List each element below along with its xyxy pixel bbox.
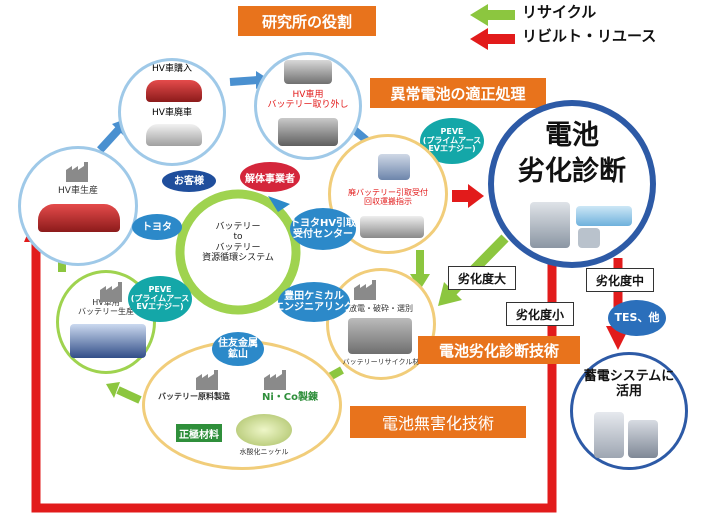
factory-icon	[66, 162, 88, 182]
peve-diagnosis-label: PEVE (プライムアース EVエナジー)	[422, 126, 482, 154]
red-car-image	[146, 80, 202, 102]
white-car-image	[146, 124, 202, 146]
cycle-arrow-3	[410, 274, 430, 290]
removal-label: HV車用 バッテリー取り外し	[267, 90, 349, 111]
green-large-arrowhead	[438, 282, 462, 306]
crushed-material-image	[348, 318, 412, 354]
hv-battery-image	[70, 324, 146, 358]
tes-oval: TES、他	[608, 300, 666, 336]
factory-icon	[354, 280, 376, 300]
harmless-tech-box: 電池無害化技術	[350, 406, 526, 438]
degradation-small-label: 劣化度小	[506, 302, 574, 326]
new-car-image	[38, 204, 120, 232]
receiving-label: 廃バッテリー引取受付 回収運搬指示	[348, 188, 428, 207]
purchase-label: HV車購入	[152, 64, 192, 74]
degradation-large-label: 劣化度大	[448, 266, 516, 290]
crushing-label: 放電・破砕・選別	[349, 304, 413, 313]
nickel-hydroxide-label: 水酸化ニッケル	[239, 448, 289, 456]
recycle-material-label: バッテリーリサイクル材	[342, 358, 420, 366]
diagnosis-title-1: 電池	[545, 120, 599, 151]
truck-image	[360, 216, 424, 238]
legend-green-arrow	[470, 4, 515, 26]
factory-icon	[264, 370, 286, 390]
legend-red-arrow	[470, 28, 515, 50]
raw-material-label: バッテリー原料製造	[158, 392, 230, 401]
tester-image	[578, 228, 600, 248]
red-to-diagnosis-shaft	[452, 190, 470, 202]
storage-cabinet-image	[594, 412, 624, 458]
diagnosis-tech-box: 電池劣化診断技術	[418, 336, 580, 364]
red-rebuild-loop	[31, 240, 557, 513]
storage-rack-image	[628, 420, 658, 458]
factory-icon	[196, 370, 218, 390]
nickel-hydroxide-image	[236, 414, 292, 446]
center-ring-head	[268, 196, 290, 212]
diagnosis-equipment-image	[530, 202, 570, 248]
peve-cycle-label: PEVE (プライムアース EVエナジー)	[130, 284, 190, 312]
legend-recycle-label: リサイクル	[522, 3, 597, 21]
toyota-oval: トヨタ	[132, 214, 182, 240]
factory-icon	[100, 282, 122, 302]
operator-pc-image	[378, 154, 410, 180]
vehicle-production-label: HV車生産	[58, 186, 98, 196]
battery-pack-image	[278, 118, 338, 146]
role-title: 研究所の役割	[238, 6, 376, 36]
diagnosis-title-2: 劣化診断	[518, 156, 626, 187]
sumitomo-label: 住友金属 鉱山	[218, 338, 258, 360]
toyota-chem-label: 豊田ケミカル エンジニアリング	[274, 291, 354, 313]
toyota-center-oval: トヨタHV引取 受付センター	[290, 208, 356, 250]
engine-bay-image	[284, 60, 332, 84]
customer-circle	[118, 58, 226, 166]
scrap-label: HV車廃車	[152, 108, 192, 118]
cycle-arrow-5	[106, 382, 120, 398]
customer-oval: お客様	[162, 170, 216, 192]
degradation-medium-label: 劣化度中	[586, 268, 654, 292]
center-ring	[175, 189, 301, 315]
cathode-tag: 正極材料	[176, 424, 222, 442]
smelting-circle	[142, 340, 342, 470]
storage-label: 蓄電システムに 活用	[583, 369, 675, 399]
legend-rebuild-label: リビルト・リユース	[522, 27, 657, 45]
battery-production-label: HV車用 バッテリー生産	[78, 298, 134, 317]
abnormal-battery-title: 異常電池の適正処理	[370, 78, 546, 108]
toyota-center-label: トヨタHV引取 受付センター	[289, 218, 357, 240]
diagnosis-circle	[488, 100, 656, 268]
battery-module-image	[576, 206, 632, 226]
sumitomo-oval: 住友金属 鉱山	[212, 332, 264, 366]
toyota-chem-oval: 豊田ケミカル エンジニアリング	[274, 282, 354, 322]
red-to-diagnosis-head	[468, 184, 484, 208]
peve-cycle-oval: PEVE (プライムアース EVエナジー)	[128, 276, 192, 322]
center-system-label: バッテリー to バッテリー 資源循環システム	[202, 222, 274, 264]
dismantler-oval: 解体事業者	[240, 162, 300, 192]
nico-label: Ni・Co製錬	[262, 392, 319, 403]
